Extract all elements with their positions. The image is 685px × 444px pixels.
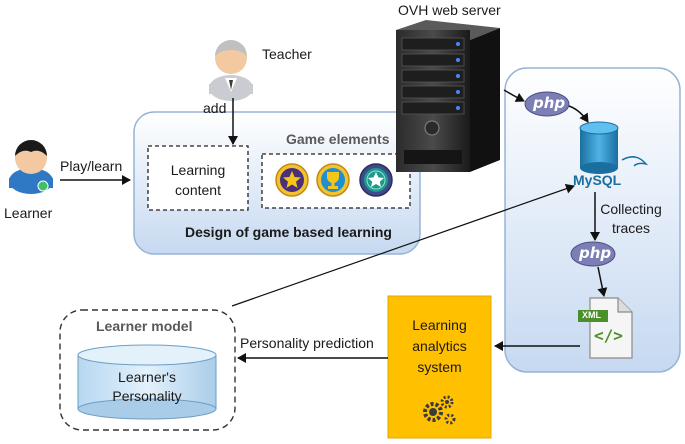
learner-avatar-icon [9,140,53,194]
php-mid-label: php [579,244,612,262]
teacher-action-label: add [203,100,227,116]
gears-icon [423,395,456,425]
arrow-php-to-xml [597,266,608,297]
analytics-label: Learning analytics system [412,317,467,375]
xml-code-label: </> [594,326,623,345]
star-badge-icon [275,163,309,197]
server-label: OVH web server [398,2,501,18]
personality-label: Learner's Personality [112,369,182,404]
design-title: Design of game based learning [185,224,392,240]
learner-model-title: Learner model [96,318,193,334]
mysql-database-icon [579,121,649,174]
arrow-server-to-php [503,89,525,102]
personality-prediction-label: Personality prediction [240,335,374,351]
learner-action-label: Play/learn [60,158,123,174]
learning-content-box [147,145,249,211]
server-panel [504,67,681,373]
php-badge-top-icon [524,91,570,117]
collecting-traces-label: Collecting traces [600,201,662,236]
xml-file-icon [578,297,633,359]
teacher-avatar-icon [209,40,253,101]
xml-label: XML [582,310,601,320]
mysql-label: MySQL [573,172,622,188]
learner-model-box [59,309,236,431]
teacher-label: Teacher [262,46,312,62]
php-top-label: php [533,94,566,112]
server-tower-icon [396,20,500,172]
trophy-badge-icon [316,163,350,197]
learning-content-label: Learning content [170,162,226,198]
arrow-php-to-mysql [568,105,589,123]
arrow-model-to-mysql [231,183,575,307]
star-medal-badge-icon [359,163,393,197]
learner-label: Learner [4,205,53,221]
game-elements-label: Game elements [286,131,390,147]
personality-cylinder [77,344,217,420]
php-badge-mid-icon [570,241,616,267]
